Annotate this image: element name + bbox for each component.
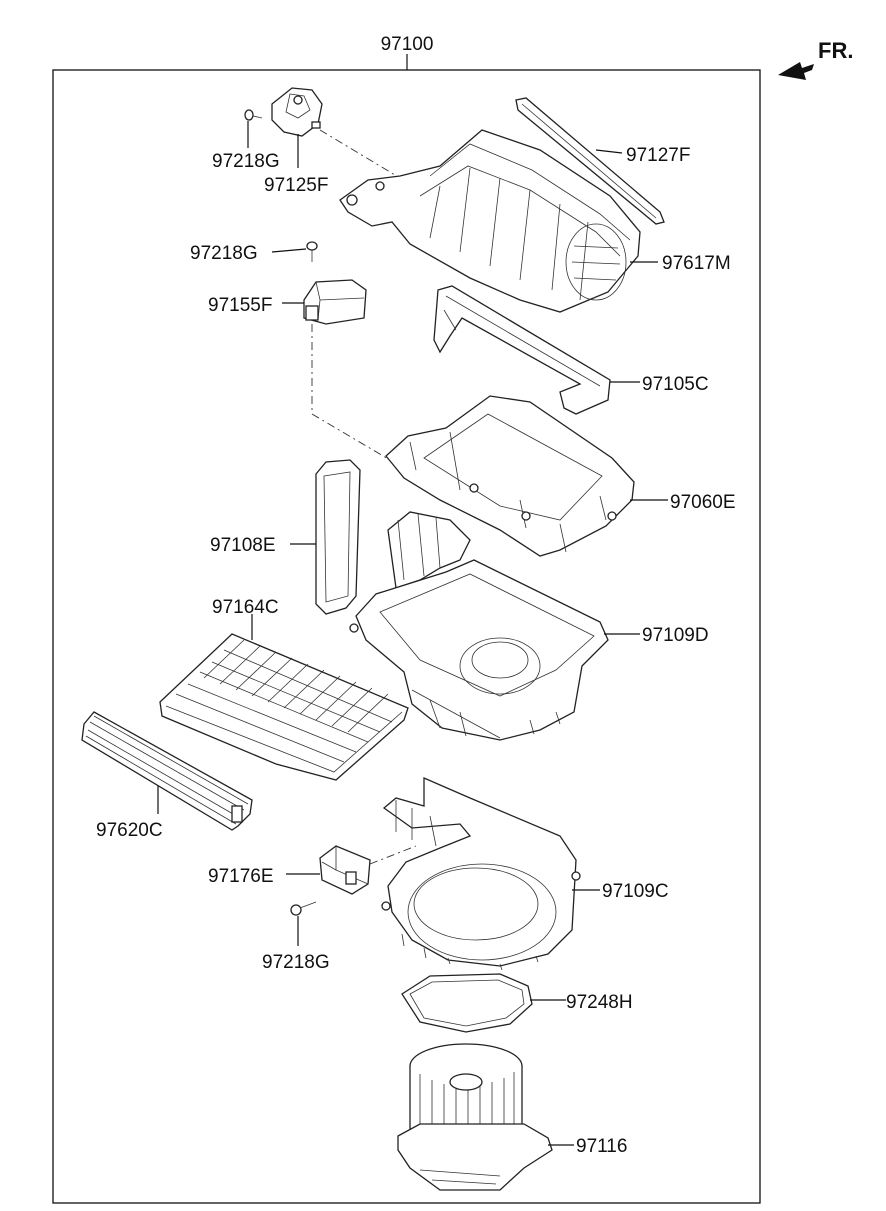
lower-case-part xyxy=(349,511,609,741)
filter-part xyxy=(159,633,409,781)
resistor-part xyxy=(319,845,371,895)
screw-bottom-label: 97218G xyxy=(262,952,330,973)
seal-upper-label: 97105C xyxy=(642,374,709,395)
module-label: 97155F xyxy=(208,295,272,316)
assembly-number-label: 97100 xyxy=(381,34,434,55)
lower-case-label: 97109D xyxy=(642,625,709,646)
blower-motor-part xyxy=(397,1043,553,1191)
screw-top-label: 97218G xyxy=(212,151,280,172)
front-indicator-label: FR. xyxy=(818,38,853,63)
filter-label: 97164C xyxy=(212,597,279,618)
upper-case-part xyxy=(385,395,635,557)
blower-motor-label: 97116 xyxy=(576,1136,627,1157)
screw-mid-part xyxy=(306,241,318,262)
intake-cover-part xyxy=(515,97,665,225)
actuator-dash-leader xyxy=(319,129,401,179)
gasket-part xyxy=(401,973,533,1033)
blower-case-part xyxy=(381,777,581,971)
upper-case-label: 97060E xyxy=(670,492,736,513)
seal-side-part xyxy=(315,459,361,615)
resistor-label: 97176E xyxy=(208,866,274,887)
screw-bottom-part xyxy=(290,901,317,916)
intake-cover-label: 97127F xyxy=(626,145,690,166)
resistor-dash-leader xyxy=(369,845,417,865)
screw-mid-label: 97218G xyxy=(190,243,258,264)
seal-upper-part xyxy=(433,285,611,415)
intake-housing-part xyxy=(339,129,641,313)
filter-cover-label: 97620C xyxy=(96,820,163,841)
screw-mid-leader xyxy=(271,248,307,253)
module-dash-leader xyxy=(311,324,391,461)
screw-top-part xyxy=(244,109,263,121)
actuator-label: 97125F xyxy=(264,175,328,196)
front-arrow-icon xyxy=(778,62,814,80)
intake-cover-leader xyxy=(595,149,623,154)
blower-case-label: 97109C xyxy=(602,881,669,902)
seal-side-label: 97108E xyxy=(210,535,276,556)
module-part xyxy=(303,279,367,325)
actuator-part xyxy=(271,87,323,137)
intake-housing-label: 97617M xyxy=(662,253,731,274)
filter-cover-part xyxy=(81,711,253,831)
gasket-label: 97248H xyxy=(566,992,633,1013)
